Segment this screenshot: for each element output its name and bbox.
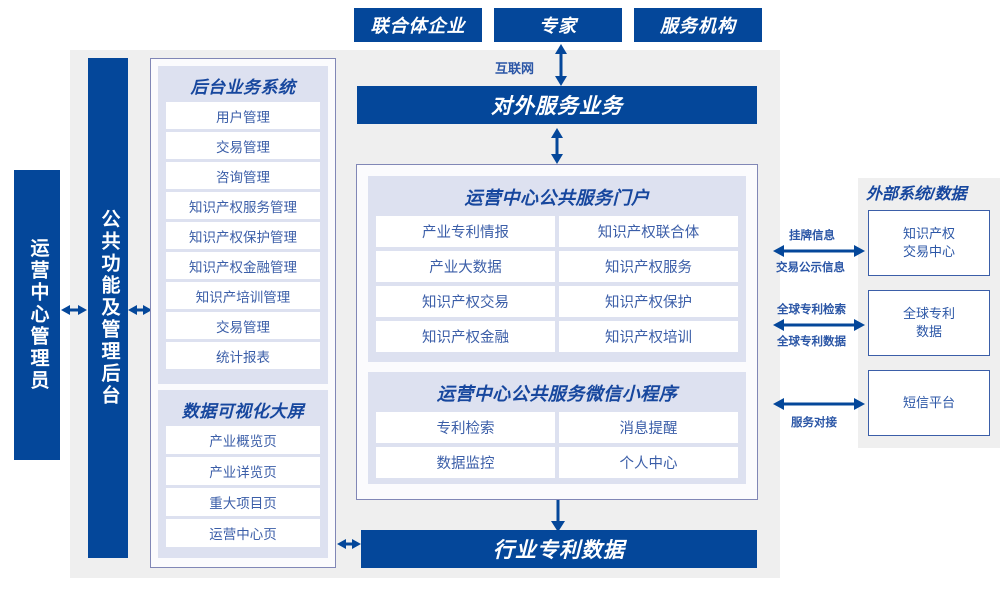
- miniprogram-item-label: 个人中心: [619, 456, 678, 472]
- external-flow-label-below-0: 交易公示信息: [776, 262, 845, 274]
- data-viz-item-label: 产业详览页: [209, 465, 277, 480]
- external-service-label: 对外服务业务: [491, 95, 623, 118]
- backend-system-item[interactable]: 知识产培训管理: [166, 282, 320, 309]
- admin-column: 运营中心管理员: [14, 170, 60, 460]
- data-viz-item[interactable]: 重大项目页: [166, 488, 320, 516]
- data-viz-item[interactable]: 产业详览页: [166, 457, 320, 485]
- industry-patent-data-bar: 行业专利数据: [361, 530, 757, 568]
- portal-item[interactable]: 知识产权金融: [376, 321, 555, 352]
- backend-system-item-label: 用户管理: [216, 109, 270, 125]
- backend-system-item-label: 咨询管理: [216, 169, 270, 185]
- external-system-label: 知识产权 交易中心: [902, 226, 955, 259]
- backend-system-item-label: 统计报表: [216, 349, 270, 365]
- backend-system-item[interactable]: 交易管理: [166, 312, 320, 339]
- external-service-bar: 对外服务业务: [357, 86, 757, 124]
- backend-card-arrow: [128, 305, 152, 315]
- miniprogram-title: 运营中心公共服务微信小程序: [436, 384, 678, 404]
- backend-system-item-label: 知识产权保护管理: [189, 229, 297, 245]
- external-flow-label-below-1: 全球专利数据: [777, 336, 846, 348]
- portal-item[interactable]: 知识产权联合体: [559, 216, 738, 247]
- miniprogram-item[interactable]: 消息提醒: [559, 412, 738, 443]
- external-flow-arrow-1: [773, 319, 865, 331]
- top-actor-box-1: 专家: [494, 8, 622, 42]
- external-flow-label-above-1: 全球专利检索: [777, 304, 846, 316]
- common-backend-column: 公共功能及管理后台: [88, 58, 128, 558]
- data-viz-item-label: 重大项目页: [209, 496, 277, 511]
- data-viz-item-label: 产业概览页: [209, 434, 277, 449]
- miniprogram-item[interactable]: 数据监控: [376, 447, 555, 478]
- industry-patent-data-label: 行业专利数据: [493, 539, 625, 562]
- top-actor-box-2: 服务机构: [634, 8, 762, 42]
- internet-arrow: [555, 44, 567, 86]
- external-flow-label-above-0: 挂牌信息: [789, 230, 835, 242]
- backend-system-item-label: 知识产培训管理: [195, 289, 291, 305]
- external-system-box-1: 全球专利 数据: [868, 290, 990, 356]
- portal-item[interactable]: 产业大数据: [376, 251, 555, 282]
- miniprogram-group: 运营中心公共服务微信小程序 专利检索 消息提醒数据监控 个人中心: [368, 372, 746, 484]
- service-portal-arrow: [551, 128, 563, 164]
- data-viz-item[interactable]: 运营中心页: [166, 519, 320, 547]
- data-viz-group: 数据可视化大屏 产业概览页产业详览页重大项目页运营中心页: [158, 390, 328, 558]
- miniprogram-item-label: 消息提醒: [619, 421, 678, 437]
- miniprogram-item[interactable]: 专利检索: [376, 412, 555, 443]
- portal-item-label: 产业大数据: [429, 260, 502, 276]
- portal-group: 运营中心公共服务门户 产业专利情报 知识产权联合体产业大数据 知识产权服务知识产权交…: [368, 176, 746, 362]
- portal-item-label: 知识产权保护: [605, 295, 692, 311]
- center-patentdata-arrow: [551, 500, 565, 532]
- backend-system-item-label: 交易管理: [216, 319, 270, 335]
- portal-item[interactable]: 产业专利情报: [376, 216, 555, 247]
- portal-item-label: 知识产权金融: [422, 330, 509, 346]
- admin-backend-arrow: [61, 305, 87, 315]
- backend-system-group: 后台业务系统 用户管理交易管理咨询管理知识产权服务管理知识产权保护管理知识产权金…: [158, 66, 328, 384]
- backend-system-item[interactable]: 统计报表: [166, 342, 320, 369]
- backend-system-title: 后台业务系统: [190, 78, 296, 97]
- backend-system-item-label: 交易管理: [216, 139, 270, 155]
- miniprogram-item-label: 专利检索: [436, 421, 495, 437]
- backend-system-item[interactable]: 交易管理: [166, 132, 320, 159]
- top-actor-label: 专家: [539, 16, 577, 36]
- top-actor-label: 联合体企业: [370, 16, 466, 36]
- portal-item-label: 产业专利情报: [422, 225, 509, 241]
- backend-system-item[interactable]: 咨询管理: [166, 162, 320, 189]
- portal-item-label: 知识产权交易: [422, 295, 509, 311]
- admin-column-label: 运营中心管理员: [27, 238, 49, 392]
- backend-system-item[interactable]: 知识产权服务管理: [166, 192, 320, 219]
- dataviz-patentdata-arrow: [337, 539, 361, 549]
- external-flow-label-below-2: 服务对接: [791, 417, 837, 429]
- data-viz-item-label: 运营中心页: [209, 527, 277, 542]
- top-actor-box-0: 联合体企业: [354, 8, 482, 42]
- external-flow-arrow-2: [773, 398, 865, 410]
- external-system-label: 全球专利 数据: [902, 306, 955, 339]
- portal-item-label: 知识产权培训: [605, 330, 692, 346]
- external-flow-arrow-0: [773, 245, 865, 257]
- portal-item[interactable]: 知识产权服务: [559, 251, 738, 282]
- common-backend-label: 公共功能及管理后台: [98, 209, 120, 407]
- portal-item-label: 知识产权联合体: [597, 225, 700, 241]
- backend-system-item[interactable]: 知识产权金融管理: [166, 252, 320, 279]
- external-system-label: 短信平台: [902, 395, 955, 411]
- portal-item[interactable]: 知识产权交易: [376, 286, 555, 317]
- portal-item[interactable]: 知识产权保护: [559, 286, 738, 317]
- portal-item-label: 知识产权服务: [605, 260, 692, 276]
- data-viz-item[interactable]: 产业概览页: [166, 426, 320, 454]
- data-viz-title: 数据可视化大屏: [181, 402, 305, 421]
- external-systems-title: 外部系统/数据: [866, 186, 967, 203]
- internet-label: 互联网: [495, 61, 535, 76]
- miniprogram-item[interactable]: 个人中心: [559, 447, 738, 478]
- top-actor-label: 服务机构: [660, 16, 736, 36]
- backend-system-item[interactable]: 用户管理: [166, 102, 320, 129]
- backend-system-item[interactable]: 知识产权保护管理: [166, 222, 320, 249]
- external-system-box-0: 知识产权 交易中心: [868, 210, 990, 276]
- external-system-box-2: 短信平台: [868, 370, 990, 436]
- backend-system-item-label: 知识产权服务管理: [189, 199, 297, 215]
- miniprogram-item-label: 数据监控: [436, 456, 495, 472]
- portal-title: 运营中心公共服务门户: [464, 188, 650, 208]
- portal-item[interactable]: 知识产权培训: [559, 321, 738, 352]
- backend-system-item-label: 知识产权金融管理: [189, 259, 297, 275]
